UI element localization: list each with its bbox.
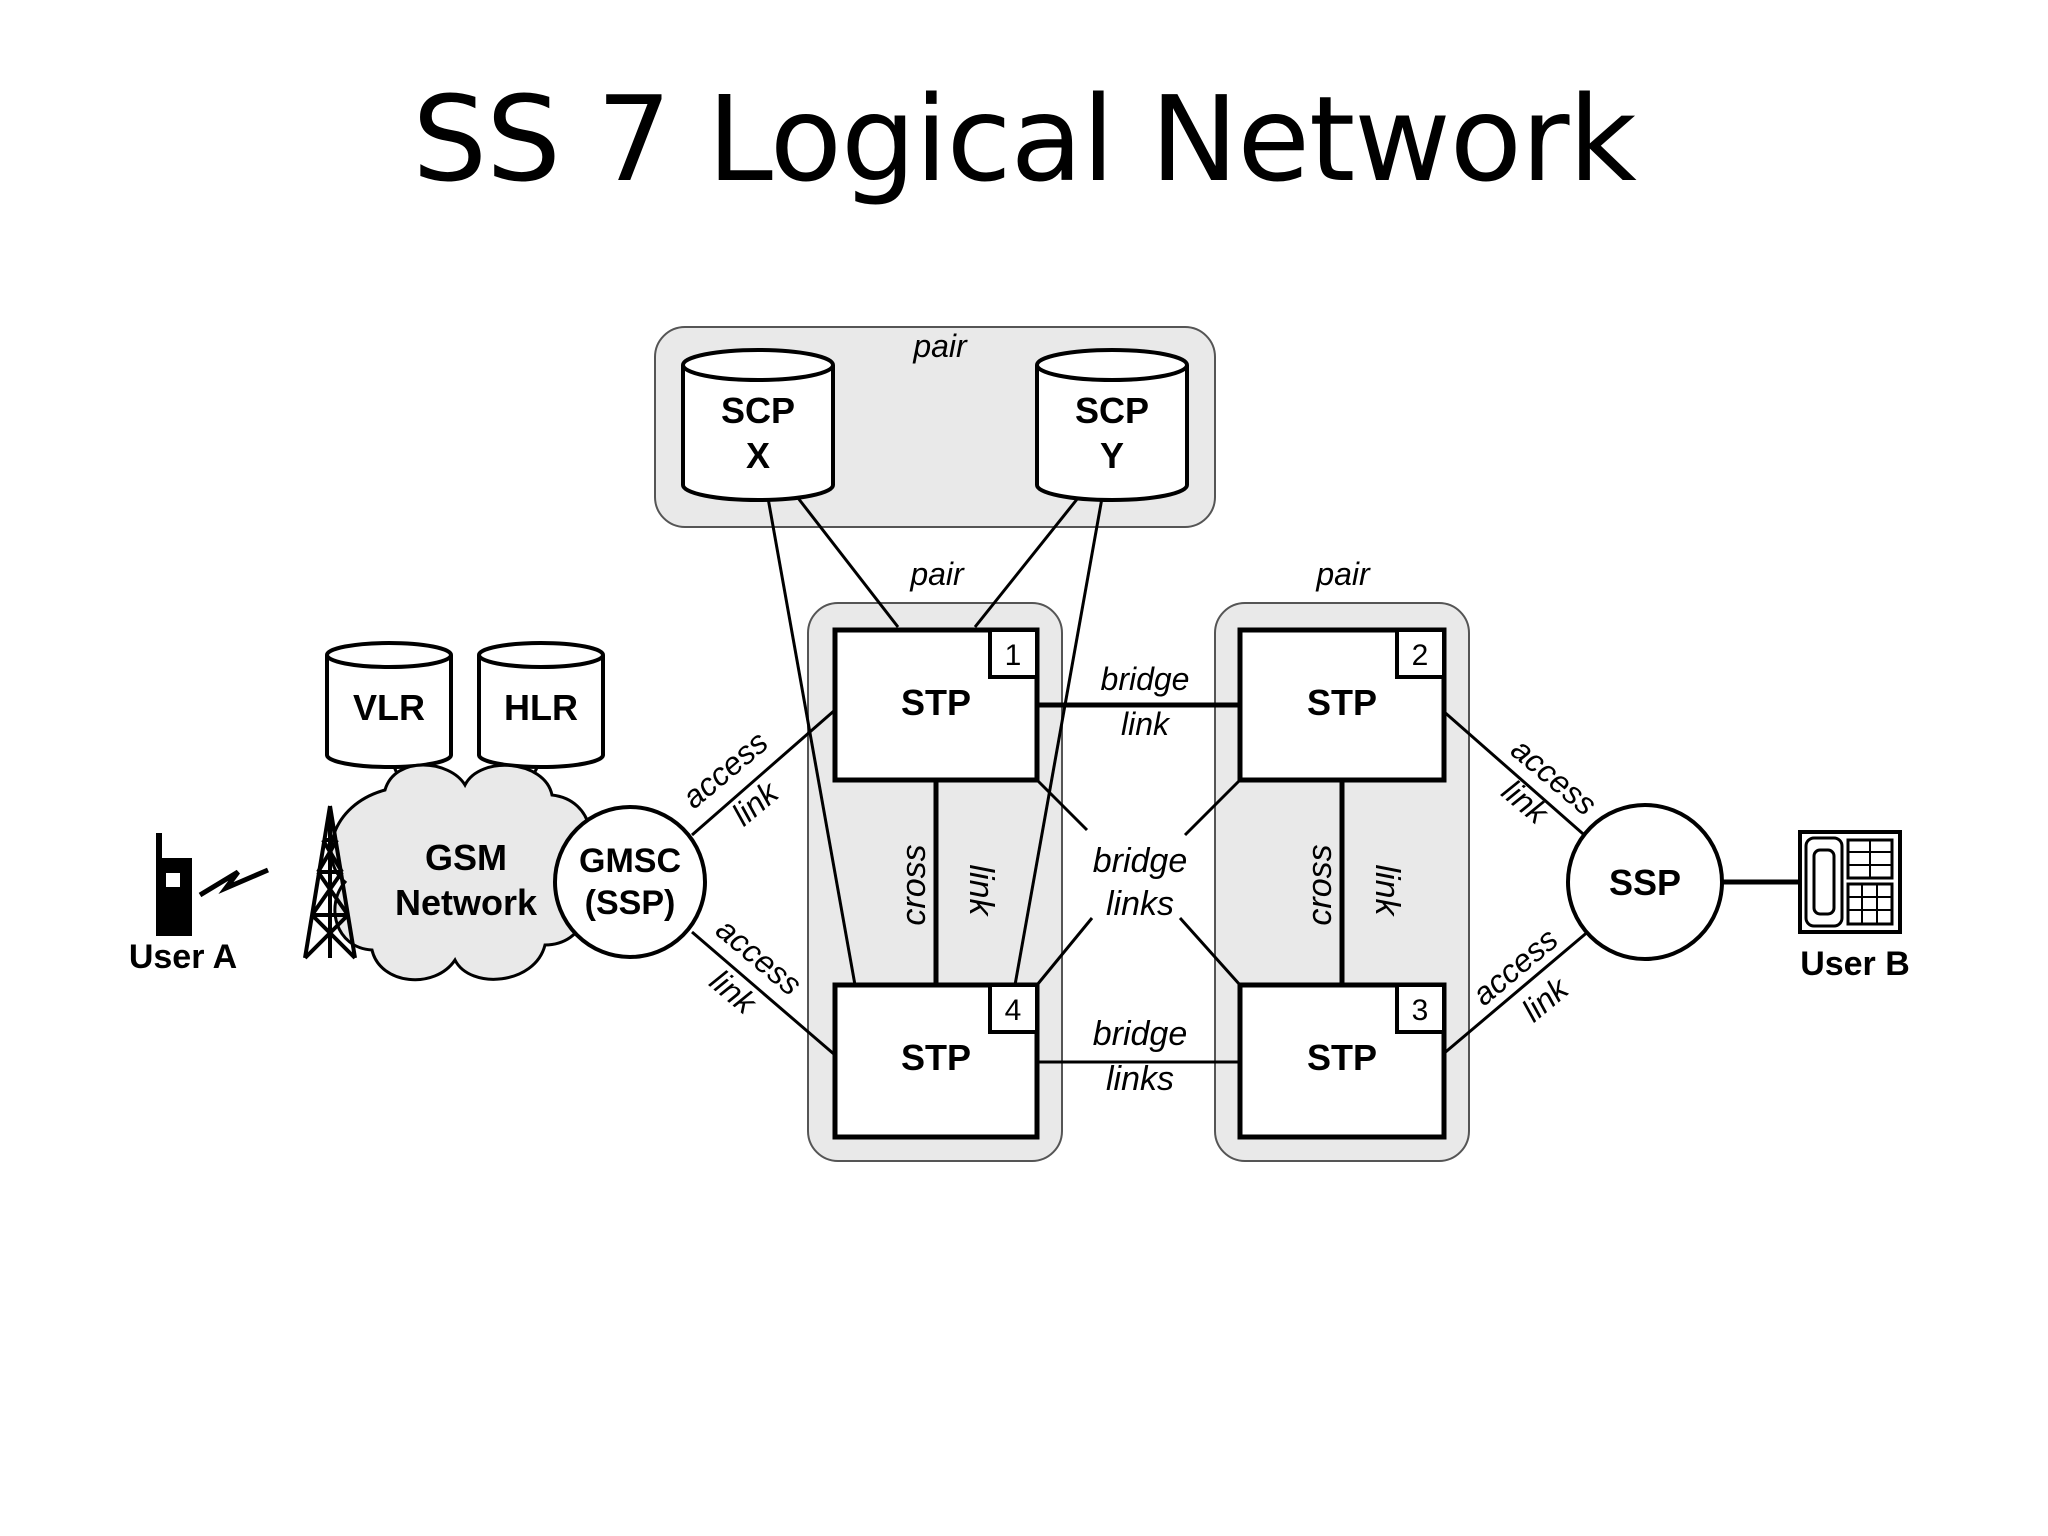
stp-4-label: STP [901, 1037, 971, 1078]
gsm-network-cloud: GSM Network [329, 763, 593, 982]
desk-phone-icon [1798, 830, 1902, 934]
gsm-network-label-1: GSM [425, 837, 507, 878]
scp-x-label: SCP [721, 390, 795, 431]
bridge-links-bottom-label-1: bridge [1093, 1015, 1188, 1053]
links [390, 497, 1800, 1064]
access-link-ssp-stp3 [1441, 928, 1591, 1057]
bridge-link-top-label-1: bridge [1101, 661, 1190, 697]
scp-x-stp4-link [766, 497, 857, 986]
slide-title: SS 7 Logical Network [412, 70, 1637, 208]
stp-1-node: STP 1 [832, 627, 1040, 783]
stp-2-number: 2 [1412, 639, 1429, 672]
bridge-link-diag-2b [1035, 917, 1094, 986]
user-b-label: User B [1800, 945, 1910, 983]
scp-y-node: SCP Y [1035, 348, 1189, 502]
hlr-node: HLR [477, 641, 605, 769]
bridge-link-diag-1b [1178, 916, 1242, 987]
vlr-label: VLR [353, 687, 425, 728]
access-link-ssp-stp2 [1441, 708, 1591, 842]
gmsc-node: GMSC (SSP) [553, 805, 707, 959]
hlr-label: HLR [504, 687, 578, 728]
gmsc-label-1: GMSC [579, 842, 681, 880]
mobile-phone-icon [156, 833, 192, 936]
bridge-links-middle-label-1: bridge [1093, 842, 1188, 880]
stp-2-label: STP [1307, 682, 1377, 723]
user-a-label: User A [129, 938, 237, 976]
scp-y-label: SCP [1075, 390, 1149, 431]
bridge-link-top-label-2: link [1121, 706, 1171, 742]
bridge-links-middle-label-2: links [1106, 885, 1174, 923]
cell-tower-icon [303, 805, 357, 960]
scp-x-id: X [746, 435, 770, 476]
cross-link-left-label-2: link [962, 864, 1000, 917]
access-link-gmsc-stp1 [691, 708, 836, 837]
stp-4-node: STP 4 [832, 982, 1040, 1140]
scp-x-node: SCP X [681, 348, 835, 502]
scp-y-stp1-link [973, 497, 1080, 628]
access-link-gmsc-stp4 [691, 930, 836, 1057]
stp-3-number: 3 [1412, 994, 1429, 1027]
stp-pair-left-label: pair [909, 556, 965, 592]
cross-link-right-label-1: cross [1301, 844, 1339, 925]
stp-4-number: 4 [1005, 994, 1022, 1027]
ssp-label: SSP [1609, 862, 1681, 903]
stp-1-label: STP [901, 682, 971, 723]
gmsc-label-2: (SSP) [585, 884, 676, 922]
vlr-node: VLR [325, 641, 453, 769]
stp-3-node: STP 3 [1237, 982, 1447, 1140]
stp-pair-right-label: pair [1315, 556, 1371, 592]
bridge-link-diag-1 [1035, 778, 1089, 832]
gsm-network-label-2: Network [395, 882, 538, 923]
scp-y-id: Y [1100, 435, 1124, 476]
bridge-link-diag-2 [1183, 778, 1242, 837]
cross-link-right-label-2: link [1368, 864, 1406, 917]
stp-1-number: 1 [1005, 639, 1022, 672]
stp-2-node: STP 2 [1237, 627, 1447, 783]
bridge-links-bottom-label-2: links [1106, 1060, 1174, 1098]
cross-link-left-label-1: cross [895, 844, 933, 925]
scp-y-stp4-link [1013, 497, 1104, 986]
stp-3-label: STP [1307, 1037, 1377, 1078]
scp-x-stp1-link [796, 497, 900, 628]
ssp-node: SSP [1566, 803, 1724, 961]
scp-pair-label: pair [912, 328, 968, 364]
radio-signal-icon [198, 867, 269, 898]
